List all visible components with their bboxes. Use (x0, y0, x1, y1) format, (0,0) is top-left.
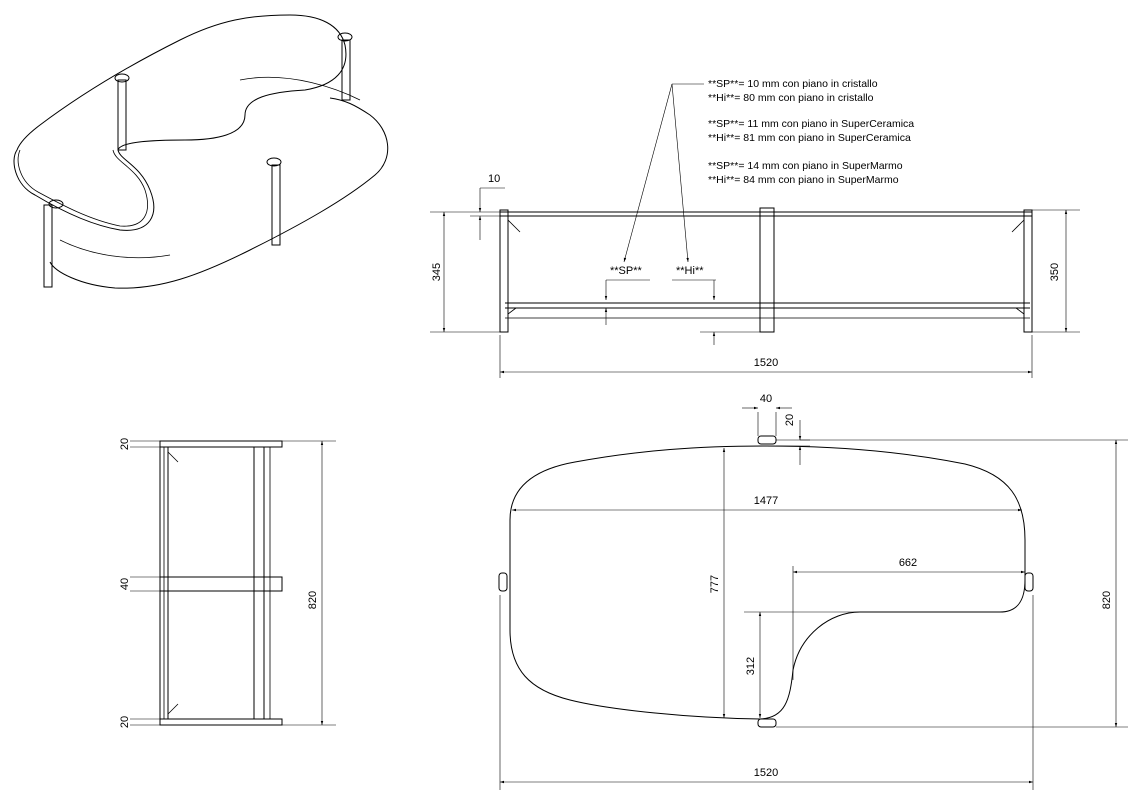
note-marble-sp: **SP**= 14 mm con piano in SuperMarmo (708, 160, 903, 172)
plan-view: 40 20 1477 777 662 312 820 1520 (498, 393, 1128, 790)
front-dim-width: 1520 (754, 357, 778, 369)
plan-dim-inner-depth: 777 (709, 575, 721, 593)
note-ceramic-sp: **SP**= 11 mm con piano in SuperCeramica (708, 118, 914, 130)
plan-dim-inner-width: 1477 (754, 495, 778, 507)
plan-dim-depth: 820 (1101, 591, 1113, 609)
side-dim-depth: 820 (307, 591, 319, 609)
plan-dim-leg-d: 20 (784, 414, 796, 426)
note-crystal-hi: **Hi**= 80 mm con piano in cristallo (708, 92, 874, 104)
hi-label: **Hi** (676, 265, 704, 277)
front-dim-left: 345 (431, 263, 443, 281)
plan-dim-cutout-depth: 312 (745, 657, 757, 675)
isometric-view (13, 14, 389, 289)
note-marble-hi: **Hi**= 84 mm con piano in SuperMarmo (708, 174, 899, 186)
material-notes: **SP**= 10 mm con piano in cristallo **H… (708, 78, 914, 186)
plan-dim-width: 1520 (754, 767, 778, 779)
side-view: 20 40 20 820 (119, 438, 336, 728)
note-crystal-sp: **SP**= 10 mm con piano in cristallo (708, 78, 878, 90)
front-view: 10 345 350 1520 **SP** **Hi** (430, 83, 1080, 378)
front-dim-right: 350 (1049, 263, 1061, 281)
side-dim-mid: 40 (119, 578, 131, 590)
plan-dim-leg-w: 40 (760, 393, 772, 405)
front-dim-top: 10 (488, 173, 500, 185)
plan-dim-cutout-len: 662 (899, 557, 917, 569)
side-dim-top: 20 (119, 438, 131, 450)
side-dim-bottom: 20 (119, 716, 131, 728)
note-ceramic-hi: **Hi**= 81 mm con piano in SuperCeramica (708, 132, 911, 144)
sp-label: **SP** (610, 265, 643, 277)
